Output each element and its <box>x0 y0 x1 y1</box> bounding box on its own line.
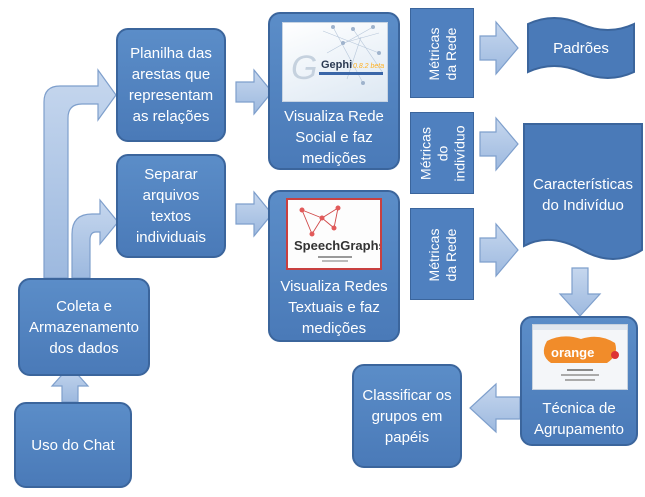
node-visualiza-rede-social-line1: Visualiza Rede <box>284 108 384 125</box>
node-visualiza-redes-textuais-line3: medições <box>301 320 367 337</box>
tag-metricas-rede-2: Métricas da Rede <box>410 208 474 300</box>
node-separar: Separar arquivos textos individuais <box>116 154 226 258</box>
arrow-separar-to-textuais <box>235 190 273 238</box>
node-visualiza-redes-textuais-line2: Textuais e faz <box>288 299 380 316</box>
gephi-logo: G Gephi 0.8.2 beta <box>282 22 388 102</box>
node-tecnica-line2: Agrupamento <box>533 421 625 438</box>
svg-text:0.8.2 beta: 0.8.2 beta <box>353 63 384 70</box>
node-uso-do-chat: Uso do Chat <box>14 402 132 488</box>
node-caracteristicas-line2: do Indivíduo <box>542 197 624 214</box>
svg-text:Gephi: Gephi <box>321 59 352 71</box>
arrow-caracteristicas-to-tecnica <box>558 267 602 317</box>
node-planilha: Planilha das arestas que representam as … <box>116 28 226 142</box>
node-classificar: Classificar os grupos em papéis <box>352 364 462 468</box>
node-tecnica-agrupamento: orange Técnica de Agrupamento <box>520 316 638 446</box>
orange-logo: orange <box>532 324 628 390</box>
node-visualiza-rede-social-line3: medições <box>301 150 367 167</box>
node-visualiza-redes-textuais: SpeechGraphs Visualiza Redes Textuais e … <box>268 190 400 342</box>
node-tecnica-line1: Técnica de <box>542 400 616 417</box>
arrow-coleta-to-separar <box>71 198 119 279</box>
svg-text:orange: orange <box>551 345 594 360</box>
tag-metricas-individuo: Métricas do indivíduo <box>410 112 474 194</box>
arrow-metricas1-to-padroes <box>479 20 519 76</box>
node-caracteristicas-line1: Características <box>532 176 634 193</box>
node-coleta: Coleta e Armazenamento dos dados <box>18 278 150 376</box>
arrow-planilha-to-social <box>235 68 273 116</box>
arrow-coleta-to-planilha <box>43 68 117 279</box>
node-visualiza-redes-textuais-line1: Visualiza Redes <box>280 278 388 295</box>
arrow-tecnica-to-classificar <box>469 382 521 434</box>
arrow-metricas2-to-caracteristicas <box>479 222 519 278</box>
node-visualiza-rede-social: G Gephi 0.8.2 beta Visualiza Rede Social… <box>268 12 400 170</box>
svg-text:SpeechGraphs: SpeechGraphs <box>294 238 380 253</box>
tag-metricas-rede-1: Métricas da Rede <box>410 8 474 98</box>
speechgraphs-logo: SpeechGraphs <box>286 198 382 270</box>
node-padroes-label: Padrões <box>553 40 609 57</box>
node-padroes: Padrões <box>526 14 636 84</box>
node-visualiza-rede-social-line2: Social e faz <box>295 129 373 146</box>
arrow-uso-to-coleta <box>50 365 90 403</box>
node-caracteristicas: Características do Indivíduo <box>522 122 644 268</box>
arrow-individuo-to-caracteristicas <box>479 116 519 172</box>
svg-text:G: G <box>291 49 317 87</box>
